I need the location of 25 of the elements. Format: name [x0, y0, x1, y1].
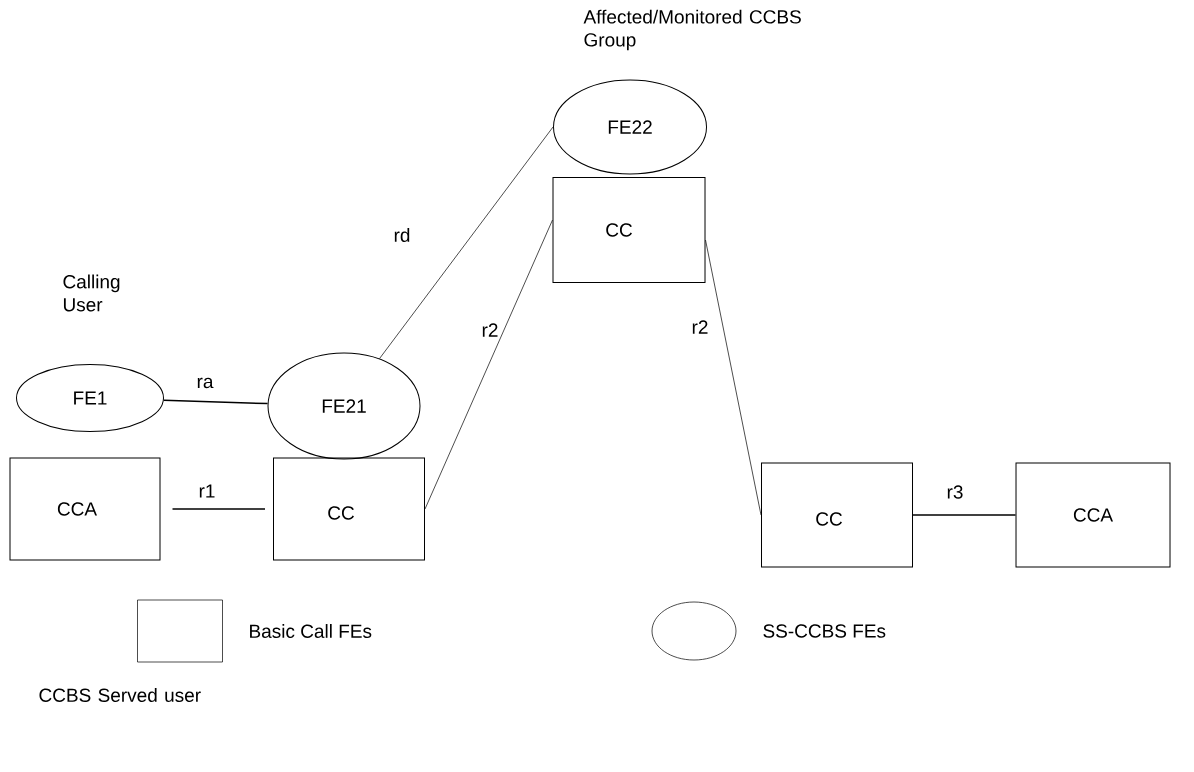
ellipse-node: FE22: [553, 79, 707, 175]
edge-label: r2: [690, 319, 710, 335]
connector-line: [912, 514, 1017, 516]
legend-entry: SS-CCBS FEs: [651, 601, 886, 661]
connector-line: [424, 219, 553, 510]
ellipse-node: FE1: [16, 364, 164, 432]
edge-label: ra: [195, 376, 215, 390]
box-node: CCA: [1015, 462, 1171, 568]
edge-label: rd: [392, 227, 412, 243]
connector-line: [705, 239, 762, 516]
note-text: Affected/Monitored CCBS Group: [583, 9, 801, 51]
legend-entry: Basic Call FEs: [137, 599, 372, 663]
box-node: CC: [552, 177, 706, 283]
connector-line: [379, 126, 554, 359]
connector-line: [171, 508, 266, 510]
note-text: Calling User: [63, 274, 120, 312]
edge-label: r1: [197, 483, 217, 499]
ellipse-node: FE21: [267, 352, 421, 460]
edge-label: r2: [480, 322, 500, 338]
edge-label: r3: [945, 484, 965, 500]
box-node: CCA: [9, 457, 161, 561]
note-text: CCBS Served user: [39, 688, 201, 702]
connector-line: [163, 399, 269, 405]
box-node: CC: [761, 462, 913, 568]
box-node: CC: [273, 457, 425, 561]
